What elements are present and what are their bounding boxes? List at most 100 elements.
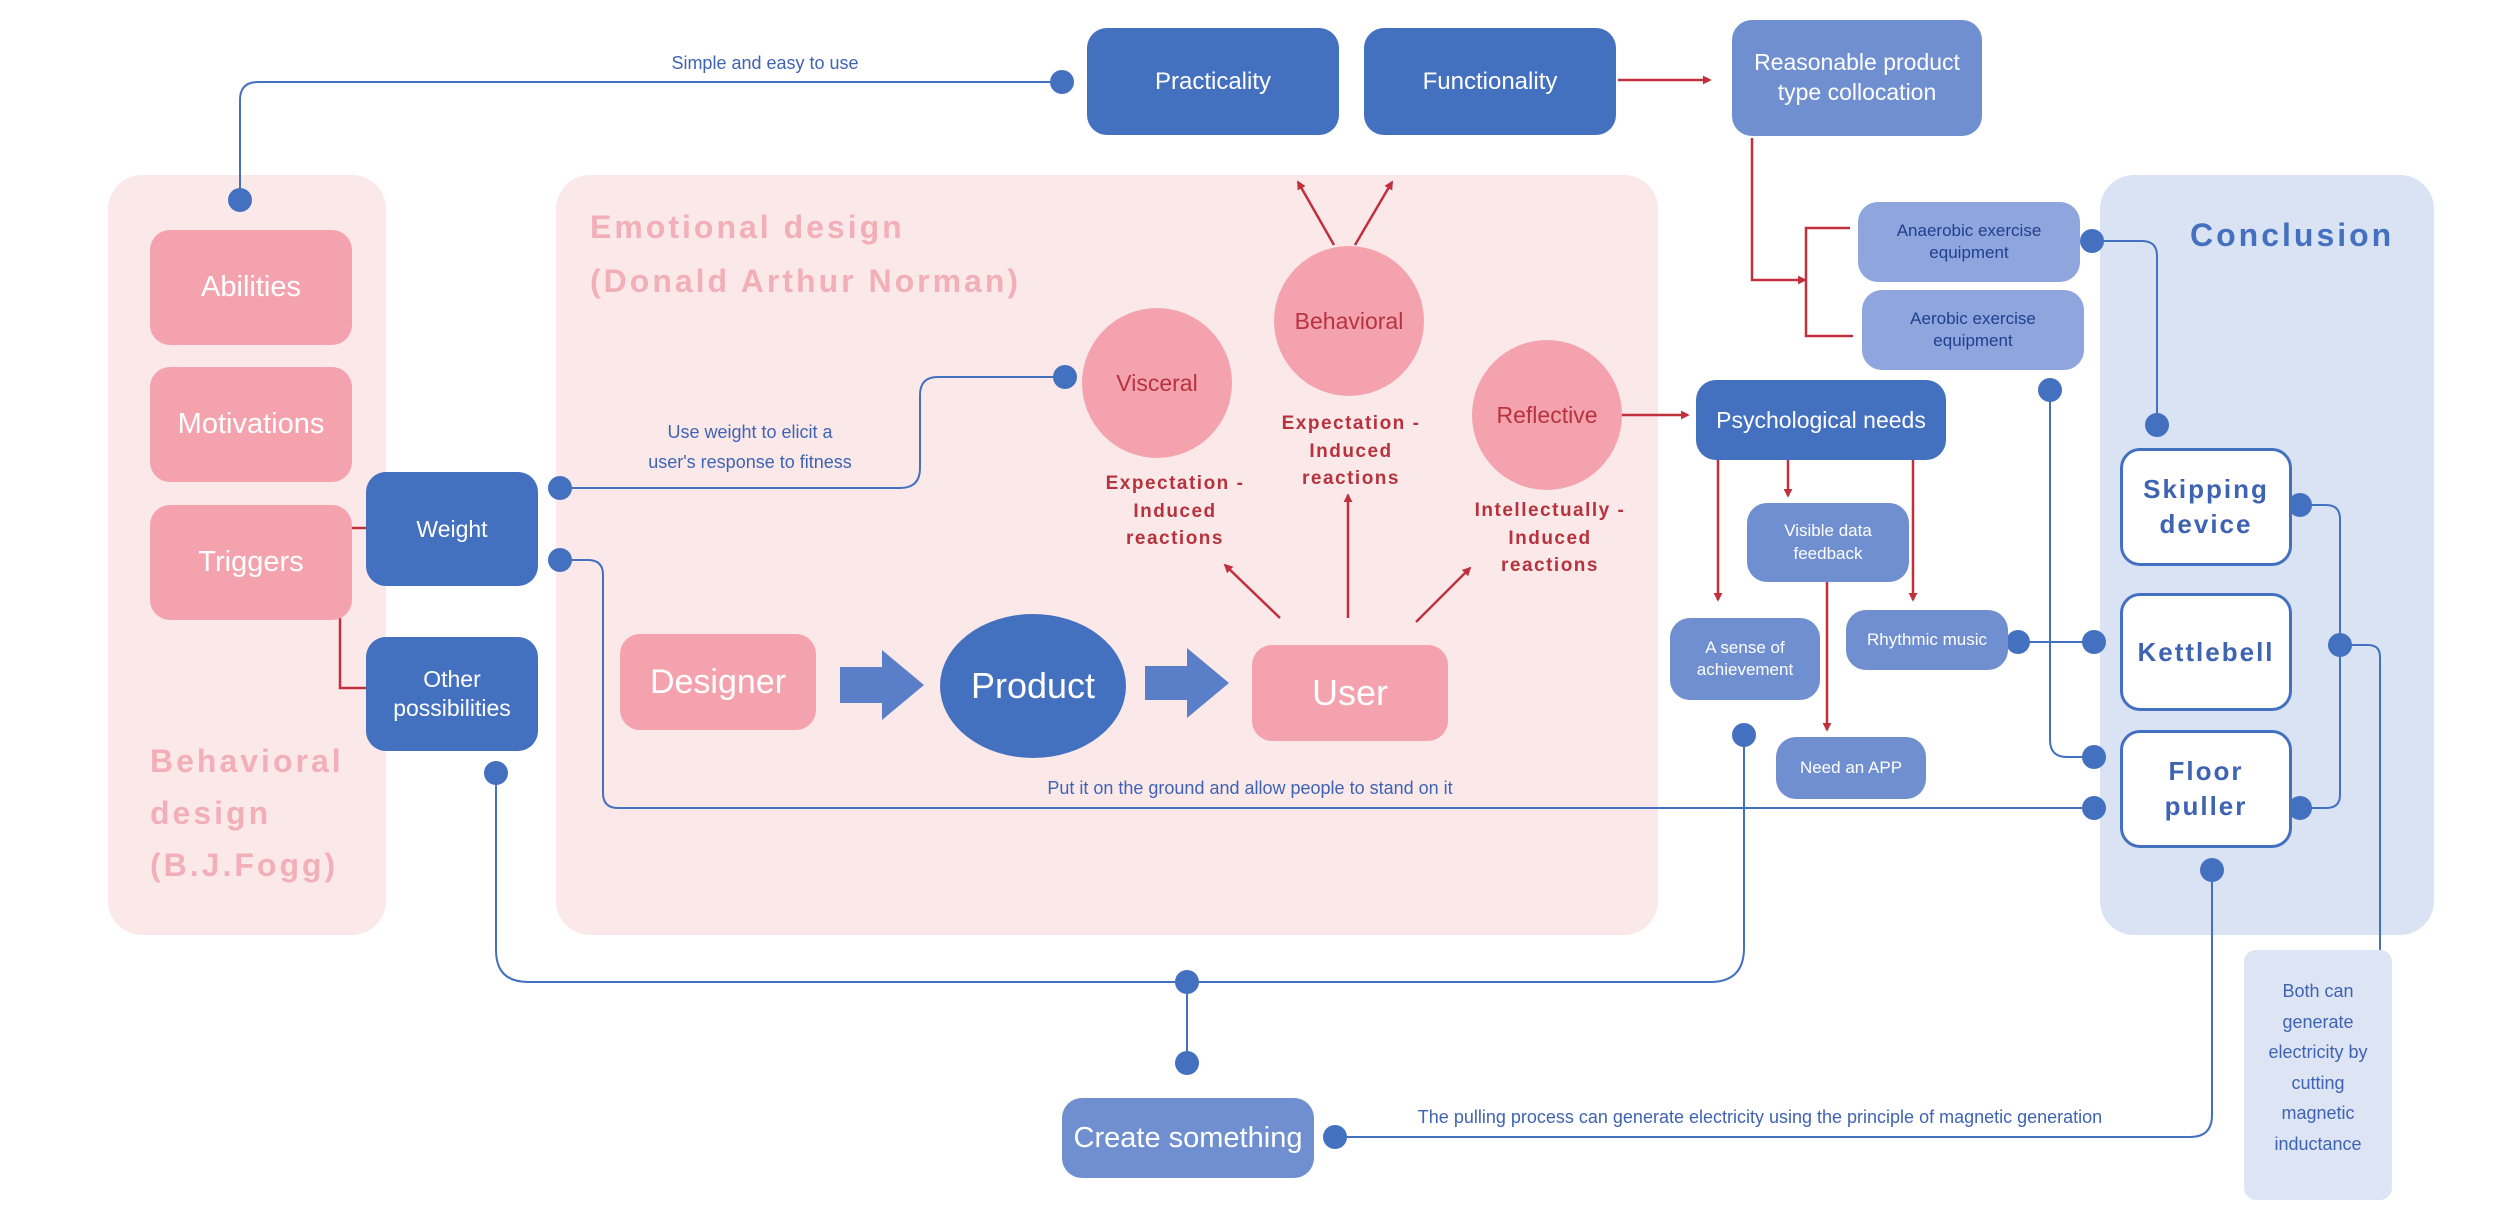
simple-easy-label: Simple and easy to use: [671, 53, 859, 73]
connector-dot: [548, 548, 572, 572]
emotional-title-line: Emotional design: [590, 209, 905, 245]
flow-arrow-product-user: [1145, 648, 1229, 718]
aerobic-equipment-box[interactable]: Aerobic exercise equipment: [1862, 290, 2084, 370]
connector-dot: [2328, 633, 2352, 657]
connector-dot: [484, 761, 508, 785]
connector-dot: [2288, 493, 2312, 517]
visceral-node[interactable]: Visceral: [1082, 308, 1232, 458]
bracket-equipment: [1804, 226, 1853, 338]
connector-dot: [1323, 1125, 1347, 1149]
weight-box[interactable]: Weight: [366, 472, 538, 586]
note-line: cutting: [2291, 1072, 2345, 1093]
emotional-title-line: (Donald Arthur Norman): [590, 263, 1022, 300]
connector-dot: [228, 188, 252, 212]
kettlebell-box[interactable]: Kettlebell: [2120, 593, 2292, 711]
put-ground-label: Put it on the ground and allow people to…: [1047, 778, 1453, 798]
note-line: electricity by: [2268, 1042, 2368, 1063]
reaction-line: Expectation -: [1281, 413, 1421, 434]
other-possibilities-box[interactable]: Other possibilities: [366, 637, 538, 751]
electricity-note: Both can generate electricity by cutting…: [2244, 950, 2392, 1200]
behavioral-title-line: Behavioral: [150, 743, 344, 779]
note-line: inductance: [2274, 1133, 2362, 1154]
reaction-line: Induced: [1309, 440, 1393, 462]
connector-other-create: [495, 735, 1745, 983]
reasonable-collocation-box[interactable]: Reasonable product type collocation: [1732, 20, 1982, 136]
psychological-needs-box[interactable]: Psychological needs: [1696, 380, 1946, 460]
skipping-device-box[interactable]: Skipping device: [2120, 448, 2292, 566]
connector-weight-visceral: [560, 376, 1065, 489]
product-node[interactable]: Product: [940, 614, 1126, 758]
designer-box[interactable]: Designer: [620, 634, 816, 730]
pulling-process-label: The pulling process can generate electri…: [1417, 1107, 2103, 1127]
sense-of-achievement-box[interactable]: A sense of achievement: [1670, 618, 1820, 700]
behavioral-title-line: (B.J.Fogg): [150, 846, 339, 883]
reaction-line: reactions: [1126, 528, 1224, 550]
practicality-box[interactable]: Practicality: [1087, 28, 1339, 135]
emotional-design-title: Emotional design (Donald Arthur Norman): [590, 200, 1021, 309]
arrow-behavioral-up-right: [1353, 180, 1394, 246]
achievement-line: achievement: [1696, 660, 1794, 679]
aerobic-line: equipment: [1933, 331, 2013, 350]
reflective-reaction-label: Intellectually - Induced reactions: [1440, 497, 1660, 580]
connector-create-floor-puller: [1335, 870, 2213, 1138]
functionality-box[interactable]: Functionality: [1364, 28, 1616, 135]
connector-dot: [548, 476, 572, 500]
use-weight-label: Use weight to elicit a user's response t…: [600, 418, 900, 477]
visible-data-feedback-box[interactable]: Visible data feedback: [1747, 503, 1909, 582]
create-something-box[interactable]: Create something: [1062, 1098, 1314, 1178]
behavioral-design-title: Behavioral design (B.J.Fogg): [150, 736, 344, 891]
rhythmic-music-box[interactable]: Rhythmic music: [1846, 610, 2008, 670]
reaction-line: Intellectually -: [1474, 500, 1626, 521]
anaerobic-line: equipment: [1929, 243, 2009, 262]
connector-dot: [2038, 378, 2062, 402]
other-possibilities-line: Other: [423, 666, 481, 693]
skipping-line: Skipping: [2143, 473, 2269, 504]
connector-dot: [1732, 723, 1756, 747]
connector-dot: [1050, 70, 1074, 94]
connector-dot: [2200, 858, 2224, 882]
note-line: generate: [2282, 1011, 2354, 1032]
connector-dot: [2082, 796, 2106, 820]
flow-arrow-designer-product: [840, 650, 924, 720]
note-line: magnetic: [2281, 1103, 2355, 1124]
skipping-line: device: [2159, 509, 2253, 539]
visible-data-line: feedback: [1793, 543, 1863, 563]
connector-dot: [1175, 970, 1199, 994]
connector-weight-floor-puller: [560, 559, 2094, 809]
need-an-app-box[interactable]: Need an APP: [1776, 737, 1926, 799]
anaerobic-equipment-box[interactable]: Anaerobic exercise equipment: [1858, 202, 2080, 282]
connector-dot: [1175, 1051, 1199, 1075]
use-weight-line: user's response to fitness: [648, 451, 852, 472]
reflective-node[interactable]: Reflective: [1472, 340, 1622, 490]
note-line: Both can: [2282, 981, 2354, 1001]
connector-skipping-floor-puller: [2300, 504, 2341, 809]
arrow-collocation-equipment: [1750, 138, 1807, 285]
connector-dot: [2082, 630, 2106, 654]
connector-aerobic-floor-puller: [2049, 390, 2094, 758]
motivations-box[interactable]: Motivations: [150, 367, 352, 482]
floor-puller-box[interactable]: Floor puller: [2120, 730, 2292, 848]
reaction-line: reactions: [1501, 555, 1599, 577]
connector-abilities-practicality: [239, 81, 1062, 200]
collocation-line: type collocation: [1777, 79, 1937, 105]
connector-dot: [2080, 229, 2104, 253]
floor-puller-line: puller: [2164, 791, 2248, 821]
triggers-box[interactable]: Triggers: [150, 505, 352, 620]
visible-data-line: Visible data: [1784, 521, 1872, 541]
behavioral-title-line: design: [150, 794, 272, 831]
connector-dot: [1053, 365, 1077, 389]
connector-kettlebell-note: [2340, 644, 2381, 970]
connector-triggers-other: [338, 618, 366, 690]
connector-dot: [2082, 745, 2106, 769]
aerobic-line: Aerobic exercise: [1910, 308, 2036, 328]
connector-dot: [2145, 413, 2169, 437]
behavioral-reaction-label: Expectation - Induced reactions: [1246, 410, 1456, 493]
conclusion-title: Conclusion: [2190, 217, 2395, 253]
abilities-box[interactable]: Abilities: [150, 230, 352, 345]
reaction-line: reactions: [1302, 468, 1400, 490]
behavioral-node[interactable]: Behavioral: [1274, 246, 1424, 396]
use-weight-line: Use weight to elicit a: [667, 422, 833, 442]
user-box[interactable]: User: [1252, 645, 1448, 741]
other-possibilities-line: possibilities: [393, 695, 511, 721]
